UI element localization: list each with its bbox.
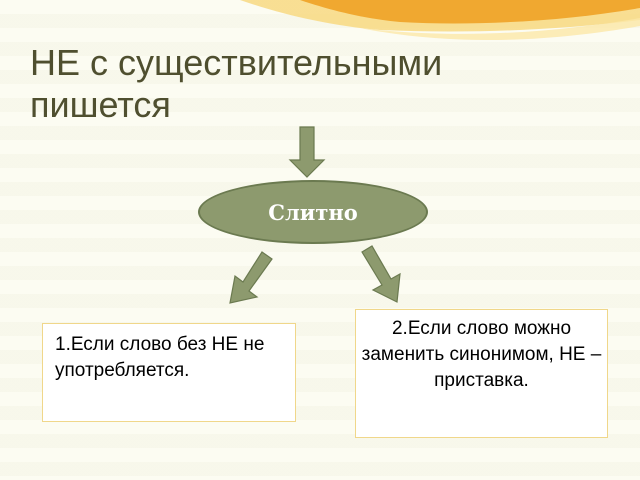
down-right-arrow-icon bbox=[361, 245, 401, 303]
rule-text-1: 1.Если слово без НЕ не употребляется. bbox=[55, 334, 265, 381]
rule-box-1: 1.Если слово без НЕ не употребляется. bbox=[42, 323, 296, 422]
page-title: НЕ с существительными пишется bbox=[30, 42, 443, 125]
down-left-arrow-icon bbox=[229, 251, 273, 304]
center-node-oval: Слитно bbox=[198, 180, 428, 244]
rule-text-2: 2.Если слово можно заменить синонимом, Н… bbox=[361, 318, 602, 391]
center-node-label: Слитно bbox=[268, 199, 358, 225]
decorative-swoosh bbox=[240, 0, 640, 41]
down-arrow-icon bbox=[288, 126, 326, 178]
rule-box-2: 2.Если слово можно заменить синонимом, Н… bbox=[355, 309, 608, 438]
